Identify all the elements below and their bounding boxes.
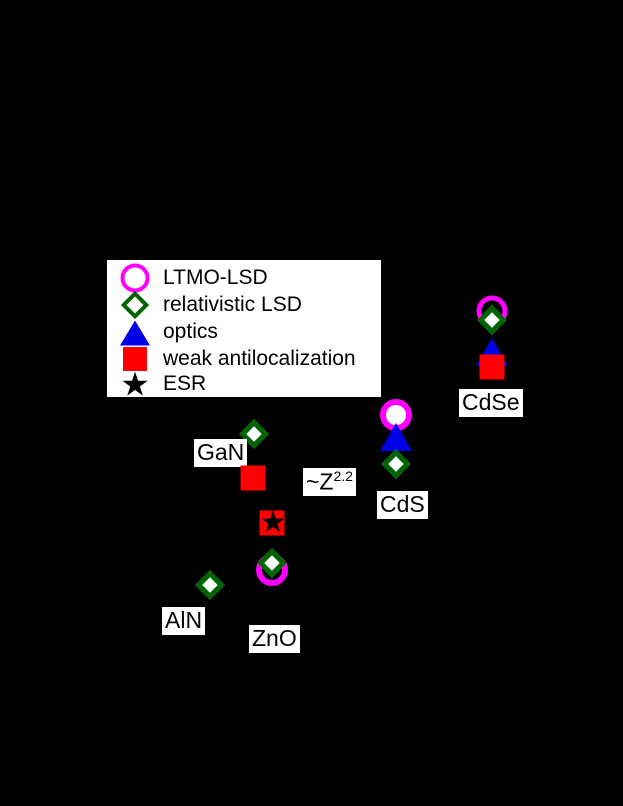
circle-icon: [120, 263, 150, 293]
legend-key-optics: [107, 318, 163, 346]
data-point-relativistic-lsd-cds: [381, 449, 411, 479]
legend-label-esr: ESR: [163, 372, 207, 395]
star-icon: ★: [120, 364, 150, 404]
point-label-aln: AlN: [162, 607, 206, 635]
point-label-zno: ZnO: [249, 625, 300, 653]
legend-key-esr: ★: [107, 368, 163, 401]
legend-box: LTMO-LSD relativistic LSD optics weak an…: [105, 258, 383, 401]
data-point-weak-antilocalization-cdse: [479, 354, 505, 380]
legend-label-weak-antilocalization: weak antilocalization: [163, 347, 356, 370]
legend-key-weak-antilocalization: [107, 345, 163, 372]
legend-item-esr: ★ ESR: [107, 368, 381, 401]
legend-key-ltmo-lsd: [107, 263, 163, 293]
power-law-exponent: 2.2: [333, 468, 353, 484]
point-label-cdse: CdSe: [459, 389, 523, 417]
legend-label-relativistic-lsd: relativistic LSD: [163, 293, 302, 316]
legend-label-optics: optics: [163, 320, 218, 343]
data-point-relativistic-lsd-aln: [195, 570, 225, 600]
square-icon: [123, 347, 147, 371]
triangle-icon: [120, 320, 150, 346]
diamond-icon: [120, 290, 150, 320]
legend-item-relativistic-lsd: relativistic LSD: [107, 290, 381, 320]
legend-item-weak-antilocalization: weak antilocalization: [107, 345, 381, 372]
legend-item-optics: optics: [107, 318, 381, 346]
legend-item-ltmo-lsd: LTMO-LSD: [107, 263, 381, 293]
power-law-annotation: ~Z2.2: [303, 468, 356, 496]
data-point-esr-zno: ★: [259, 505, 287, 540]
point-label-gan: GaN: [194, 439, 248, 467]
data-point-optics-cds: [380, 423, 412, 451]
data-point-weak-antilocalization-gan: [240, 465, 266, 491]
legend-key-relativistic-lsd: [107, 290, 163, 320]
data-point-weak-antilocalization-zno: [259, 510, 285, 536]
point-label-cds: CdS: [377, 491, 428, 519]
power-law-base: ~Z: [306, 468, 334, 495]
legend-label-ltmo-lsd: LTMO-LSD: [163, 266, 268, 289]
